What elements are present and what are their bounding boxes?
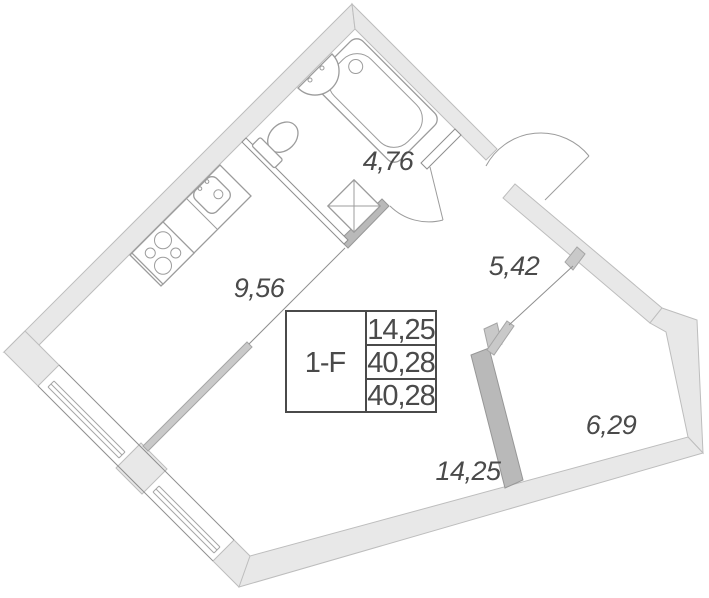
kitchen-living-boundary-line <box>248 247 346 345</box>
entry-door <box>485 132 590 201</box>
kitchen-sink <box>193 176 231 214</box>
window-living <box>152 485 221 554</box>
window-pier-middle <box>115 442 168 495</box>
hallway-opening-line <box>508 265 574 326</box>
room-labels: 4,76 5,42 9,56 6,29 14,25 <box>234 146 638 486</box>
washing-machine <box>326 178 382 234</box>
window-band-outer-edge <box>37 385 214 562</box>
label-side-room-area: 6,29 <box>586 410 637 440</box>
unit-type-label: 1-F <box>305 347 346 379</box>
bathroom-fixtures <box>251 38 438 234</box>
label-living-room-area: 14,25 <box>435 456 502 486</box>
toilet <box>251 121 299 169</box>
bathroom-door-leaf <box>429 166 444 221</box>
total-area-with-balcony-value: 40,28 <box>367 380 435 412</box>
bathroom-door-swing-arc <box>389 205 444 223</box>
bathroom-door <box>389 166 444 223</box>
exterior-wall-top-right <box>351 2 498 161</box>
window-kitchen <box>47 380 126 459</box>
label-kitchen-area: 9,56 <box>234 273 286 303</box>
partition-kitchen <box>142 341 253 452</box>
entry-door-swing-arc <box>485 132 590 167</box>
exterior-walls <box>2 2 704 588</box>
living-area-value: 14,25 <box>367 314 435 346</box>
bathroom-wall-door-side <box>420 128 462 170</box>
kitchen-fixtures <box>129 164 252 287</box>
label-bathroom-area: 4,76 <box>363 146 415 176</box>
doors <box>389 132 590 223</box>
info-box-frame <box>285 310 437 413</box>
stove <box>130 220 196 286</box>
unit-info-box: 1-F 14,25 40,28 40,28 <box>285 310 437 413</box>
entry-door-leaf <box>544 155 590 201</box>
windows <box>37 364 235 562</box>
bottom-wall <box>238 436 704 588</box>
partition-side-room <box>470 347 524 489</box>
window-band-inner-edge <box>58 364 235 541</box>
bathroom-sink <box>297 53 340 96</box>
hallway-opening-stub-bottom <box>486 320 515 356</box>
total-area-value: 40,28 <box>367 347 435 379</box>
label-hallway-area: 5,42 <box>489 251 540 281</box>
bathroom-wall-left <box>241 137 349 245</box>
interior-partitions <box>142 128 586 489</box>
hallway-opening-stub-top <box>564 246 586 271</box>
